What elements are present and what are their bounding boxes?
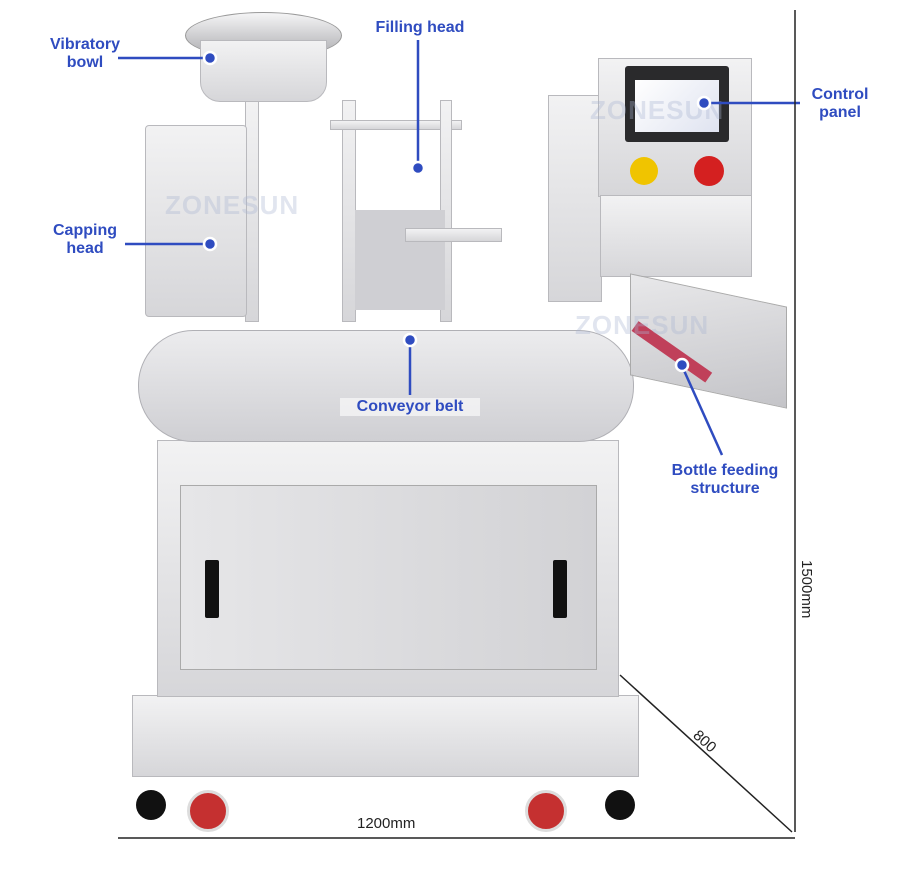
filling-head-block	[405, 228, 502, 242]
label-filling-head: Filling head	[375, 19, 465, 36]
label-capping-head: Capping head	[53, 222, 117, 257]
wheel	[605, 790, 635, 820]
watermark: ZONESUN	[575, 310, 710, 340]
back-plate	[355, 210, 445, 310]
capping-head-block	[145, 125, 247, 317]
label-bottle-feeding-structure: Bottle feeding structure	[671, 462, 779, 497]
door-handle-left	[205, 560, 219, 618]
cabinet-door	[180, 485, 597, 670]
marker-dot	[202, 50, 218, 66]
marker-dot	[674, 357, 690, 373]
label-conveyor-belt: Conveyor belt	[340, 398, 480, 416]
marker-dot	[402, 332, 418, 348]
wheel	[187, 790, 229, 832]
door-handle-right	[553, 560, 567, 618]
marker-dot	[696, 95, 712, 111]
conveyor-housing	[138, 330, 634, 442]
frame-top	[330, 120, 462, 130]
depth-dimension-line	[619, 674, 793, 833]
wheel	[136, 790, 166, 820]
control-box-lower	[600, 195, 752, 277]
leader-line	[680, 365, 724, 456]
feeding-frame	[548, 95, 602, 302]
watermark: ZONESUN	[165, 190, 300, 220]
label-control-panel: Control panel	[811, 86, 869, 121]
wheel	[525, 790, 567, 832]
label-vibratory-bowl: Vibratory bowl	[50, 36, 120, 71]
height-dimension-label: 1500mm	[798, 560, 815, 619]
width-dimension-label: 1200mm	[357, 815, 416, 832]
selector-switch[interactable]	[630, 157, 658, 185]
marker-dot	[202, 236, 218, 252]
emergency-stop[interactable]	[694, 156, 724, 186]
marker-dot	[410, 160, 426, 176]
bowl-body	[200, 40, 327, 102]
